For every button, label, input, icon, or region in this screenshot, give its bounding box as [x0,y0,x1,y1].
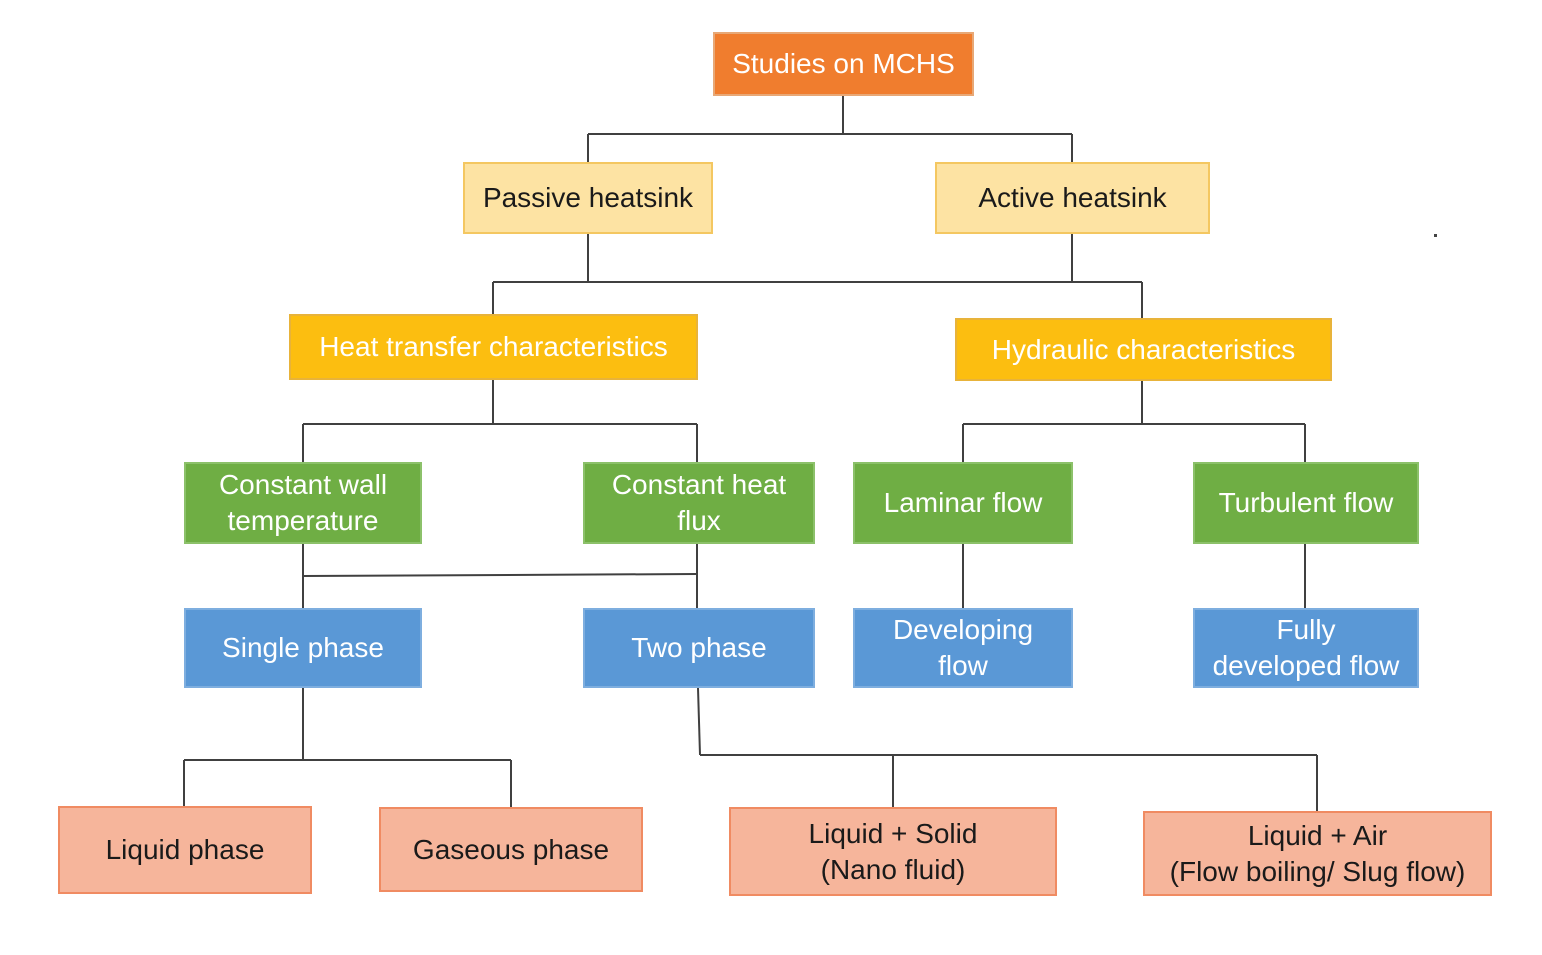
node-heat-transfer-characteristics: Heat transfer characteristics [289,314,698,380]
node-liquid-air-flow-boiling: Liquid + Air (Flow boiling/ Slug flow) [1143,811,1492,896]
node-single-phase: Single phase [184,608,422,688]
connector [697,687,701,756]
node-constant-wall-temperature: Constant wall temperature [184,462,422,544]
node-fully-developed-flow: Fully developed flow [1193,608,1419,688]
node-active-heatsink: Active heatsink [935,162,1210,234]
node-liquid-solid-nano-fluid: Liquid + Solid (Nano fluid) [729,807,1057,896]
node-liquid-phase: Liquid phase [58,806,312,894]
node-two-phase: Two phase [583,608,815,688]
node-passive-heatsink: Passive heatsink [463,162,713,234]
node-turbulent-flow: Turbulent flow [1193,462,1419,544]
node-gaseous-phase: Gaseous phase [379,807,643,892]
node-hydraulic-characteristics: Hydraulic characteristics [955,318,1332,381]
node-constant-heat-flux: Constant heat flux [583,462,815,544]
node-laminar-flow: Laminar flow [853,462,1073,544]
node-studies-on-mchs: Studies on MCHS [713,32,974,96]
connector [302,573,698,577]
stray-dot [1434,234,1437,237]
node-developing-flow: Developing flow [853,608,1073,688]
